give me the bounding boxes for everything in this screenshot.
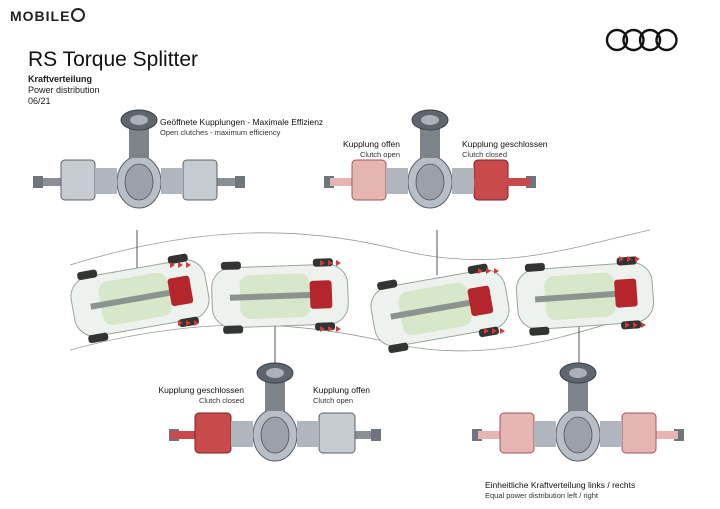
label-equal-distribution-de: Einheitliche Kraftverteilung links / rec… [485,480,636,490]
axle-top-right [323,109,537,209]
clutch-left-open [60,159,96,201]
clutch-right-equal [621,412,657,454]
label-bottom-clutch-closed-en: Clutch closed [198,396,244,405]
label-clutch-closed-en: Clutch closed [462,150,508,159]
audi-rings-icon [605,28,678,52]
date-label: 06/21 [28,96,51,106]
mobile01-watermark: MOBILE [10,8,86,24]
watermark-icon [71,8,86,22]
clutch-left-open [351,159,387,201]
car-3 [366,260,514,356]
subtitle-de: Kraftverteilung [28,74,93,84]
label-clutch-open-de: Kupplung offen [342,139,400,149]
label-equal-distribution-en: Equal power distribution left / right [485,491,598,500]
label-clutch-closed-de: Kupplung geschlossen [462,139,548,149]
car-1 [66,250,214,346]
subtitle-en: Power distribution [28,85,100,95]
car-2 [210,257,350,335]
label-open-clutches-en: Open clutches - maximum efficiency [160,128,281,137]
axle-bottom-right [471,362,685,462]
axle-bottom-left [168,362,382,462]
page-title: RS Torque Splitter [28,48,199,71]
car-4 [514,254,656,338]
clutch-right-open [182,159,218,201]
label-bottom-clutch-open-de: Kupplung offen [313,385,371,395]
clutch-right-open [318,412,356,454]
label-bottom-clutch-open-en: Clutch open [313,396,354,405]
label-clutch-open-en: Clutch open [359,150,400,159]
label-bottom-clutch-closed-de: Kupplung geschlossen [158,385,244,395]
axle-top-left [32,109,246,209]
watermark-text: MOBILE [10,8,71,24]
clutch-left-equal [499,412,535,454]
clutch-left-closed [194,412,232,454]
label-open-clutches-de: Geöffnete Kupplungen - Maximale Effizien… [160,117,324,127]
